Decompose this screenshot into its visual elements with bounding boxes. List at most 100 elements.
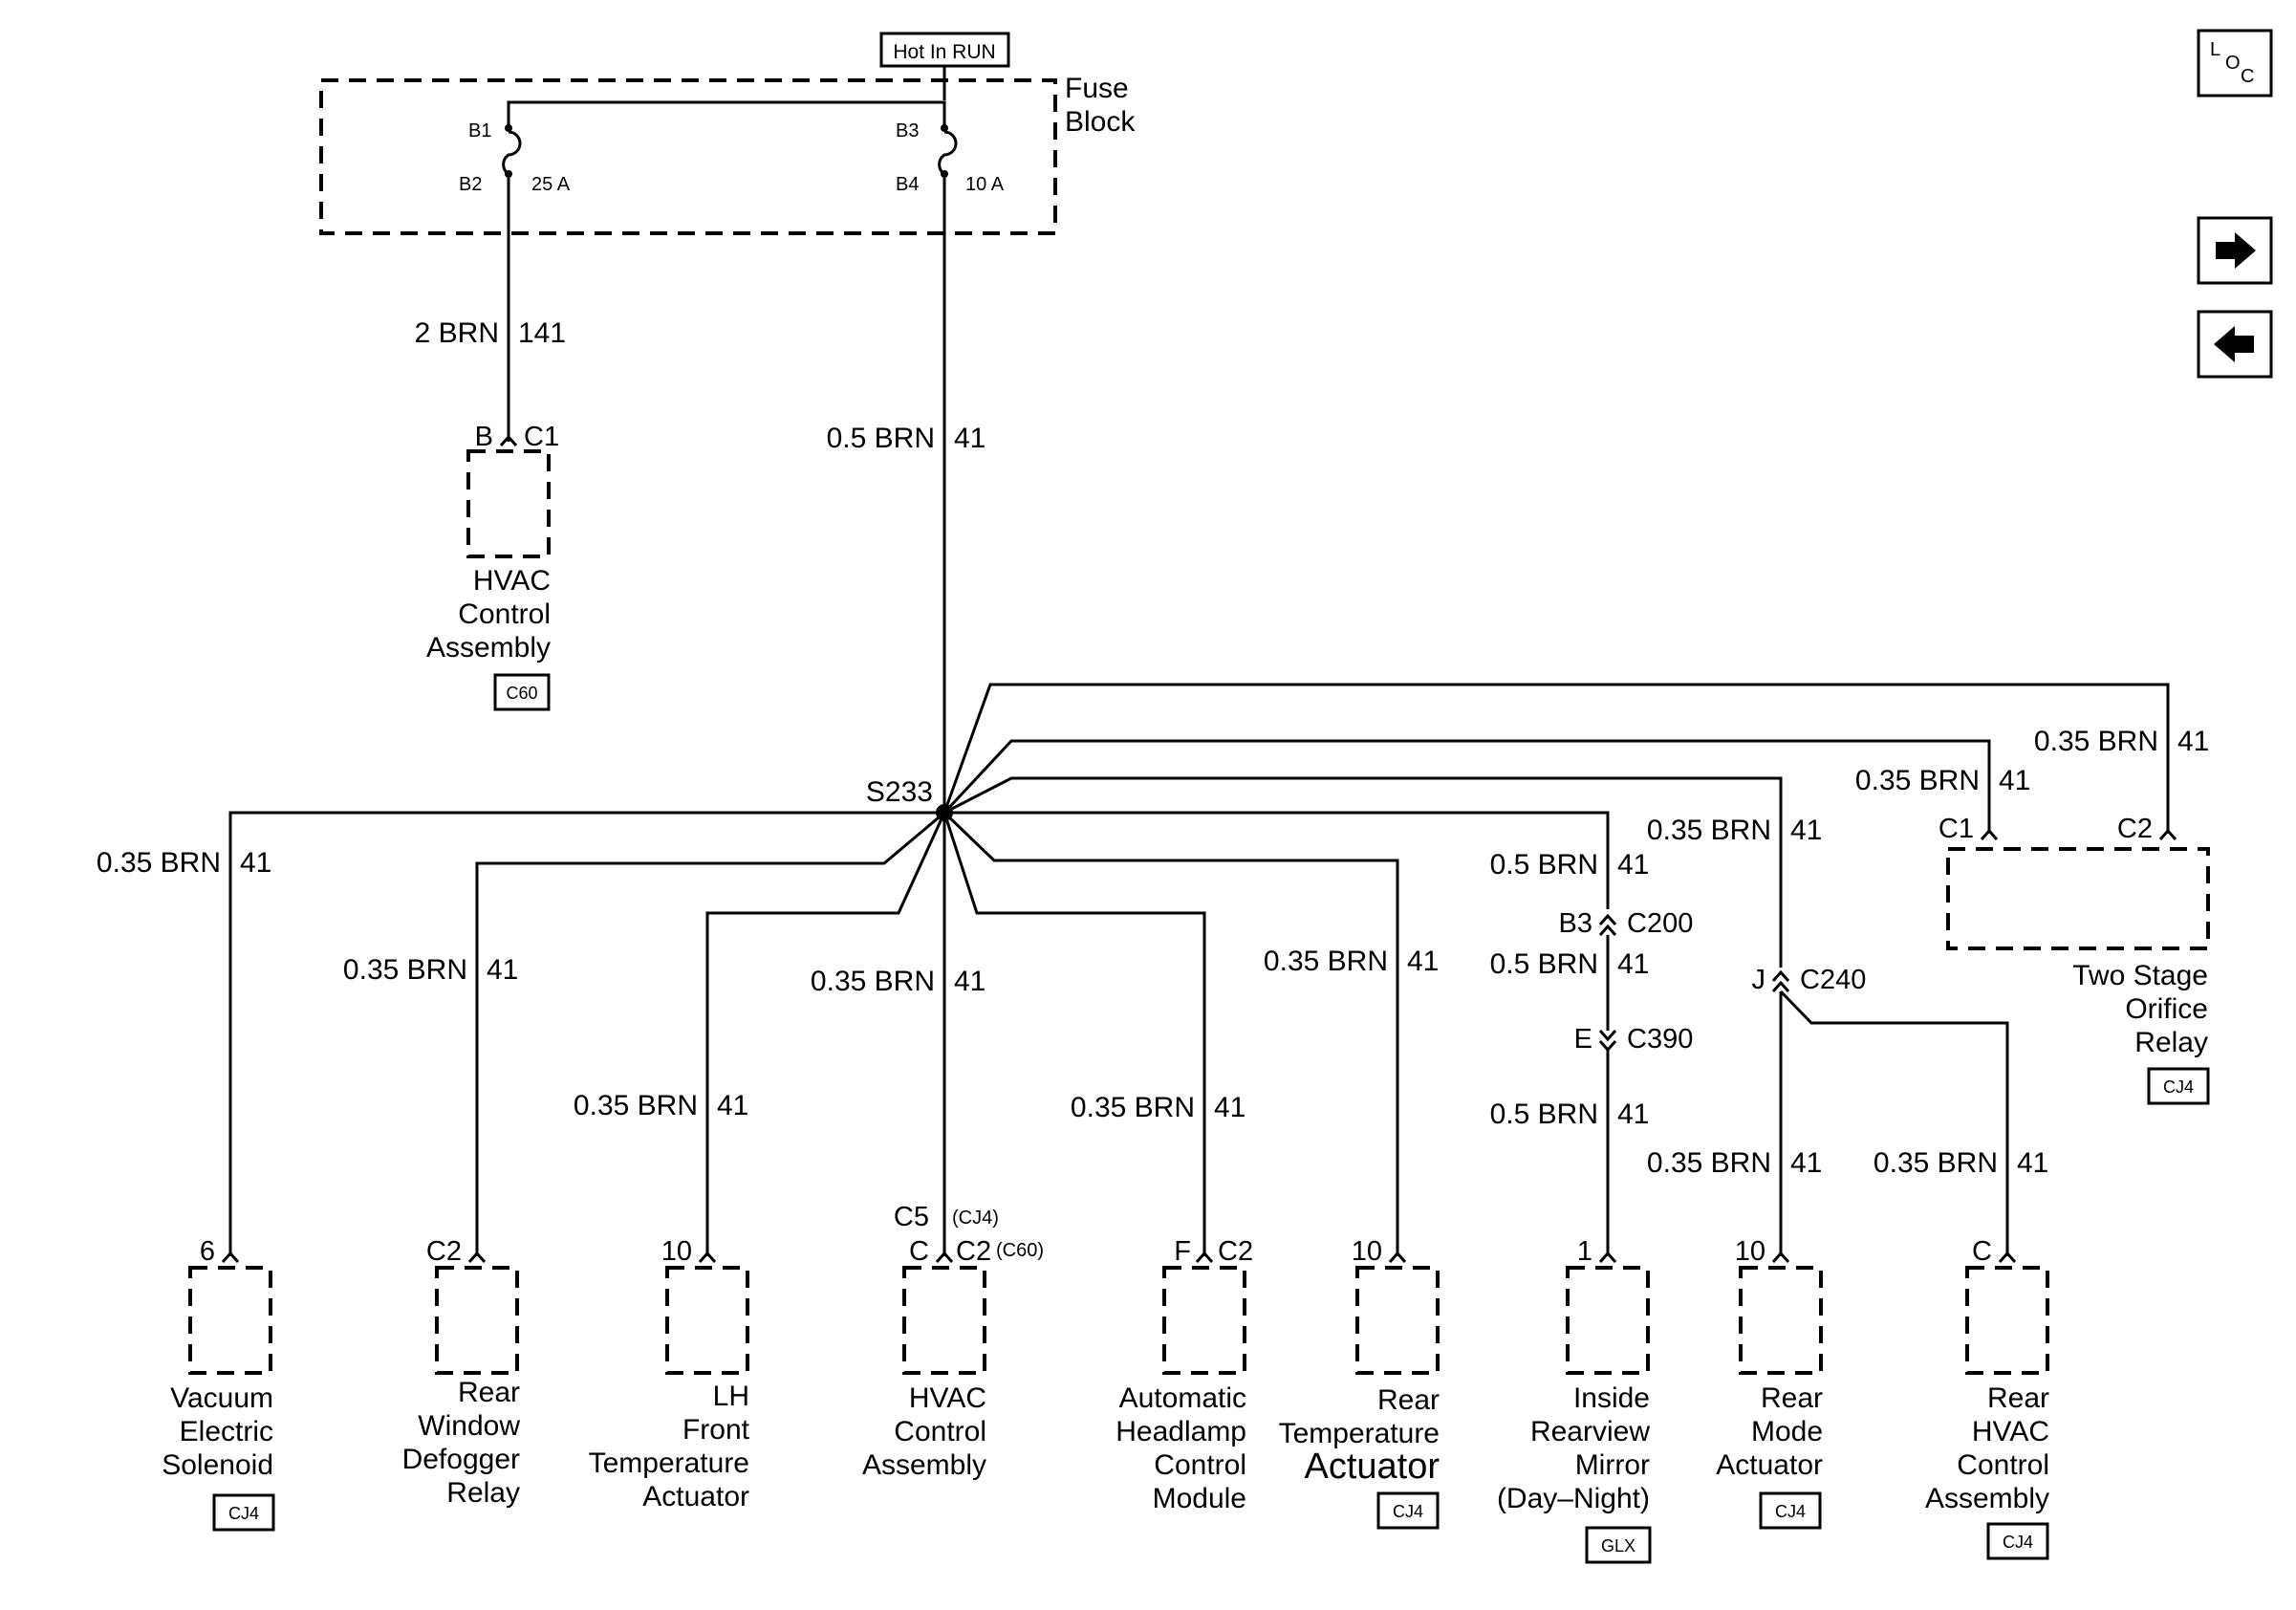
vacuum-pin: 6: [200, 1236, 215, 1267]
c200-pin: B3: [1559, 908, 1592, 939]
hvac-top-name-3: Assembly: [426, 632, 551, 664]
headlamp-box: [1162, 1266, 1246, 1375]
next-page-button[interactable]: [2197, 216, 2273, 285]
hvac-top-conn: C1: [524, 422, 559, 452]
fuse2-pin-in: B3: [896, 120, 919, 141]
c240-name: C240: [1800, 965, 1866, 995]
locator-button[interactable]: L O C: [2197, 29, 2273, 98]
headlamp-pin: F: [1174, 1236, 1191, 1267]
two-stage-name-3: Relay: [2134, 1027, 2208, 1058]
hvac-bottom-name-1: HVAC: [909, 1382, 986, 1414]
lh-name-3: Temperature: [589, 1447, 749, 1479]
rearmode-tag-box: [1759, 1491, 1822, 1530]
lh-wire-gauge: 0.35 BRN: [574, 1090, 698, 1121]
vacuum-box: [188, 1266, 272, 1375]
mirror-tag-box: [1585, 1526, 1652, 1564]
rearhvac-tag-box: [1986, 1522, 2049, 1560]
main-wire-circuit: 41: [954, 423, 986, 454]
lh-front-temp-actuator: 10 LH Front Temperature Actuator: [589, 1236, 750, 1512]
rearhvac-name-1: Rear: [1987, 1382, 2049, 1414]
two-stage-box: [1946, 847, 2210, 950]
c240-pin: J: [1752, 965, 1766, 995]
c240-connector-symbol: [1771, 969, 1790, 992]
headlamp-name-2: Headlamp: [1116, 1416, 1246, 1447]
fuse-block-outline: [319, 78, 1057, 235]
wire-headlamp: [942, 812, 1206, 1256]
fuse-block-label-2: Block: [1065, 106, 1136, 138]
mirror-name-3: Mirror: [1575, 1449, 1650, 1481]
reartemp-tag: CJ4: [1393, 1502, 1423, 1521]
defog-name-1: Rear: [458, 1377, 520, 1408]
mirror-wire3-circuit: 41: [1617, 1099, 1649, 1130]
lh-pin: 10: [661, 1236, 692, 1267]
reartemp-wire-circuit: 41: [1407, 946, 1439, 977]
hvac-top-tag-box: [493, 673, 551, 711]
fuse2-pin-out: B4: [896, 174, 919, 195]
fuse1-rating: 25 A: [531, 174, 571, 195]
wire-rear-hvac: [1779, 990, 2009, 1256]
mirror-pin: 1: [1577, 1236, 1592, 1267]
wire-2brn-gauge: 2 BRN: [415, 317, 499, 349]
c240-wire-gauge: 0.35 BRN: [1647, 815, 1771, 846]
rearhvac-name-3: Control: [1957, 1449, 2049, 1481]
vacuum-name-3: Solenoid: [162, 1449, 273, 1481]
reartemp-tag-box: [1376, 1491, 1440, 1530]
lh-name-4: Actuator: [642, 1481, 749, 1512]
wire-vacuum: [228, 811, 944, 1256]
hvac-bottom-name-3: Assembly: [862, 1449, 986, 1481]
headlamp-name-1: Automatic: [1119, 1382, 1246, 1414]
loc-c: C: [2241, 66, 2254, 87]
vacuum-solenoid: 6 Vacuum Electric Solenoid CJ4: [162, 1236, 275, 1532]
mirror-wire1-gauge: 0.5 BRN: [1490, 849, 1598, 881]
fuse1-pin-in: B1: [468, 120, 491, 141]
wire-tso-c1: [942, 739, 1991, 834]
rearmode-name-1: Rear: [1761, 1382, 1823, 1414]
rearmode-name-3: Actuator: [1716, 1449, 1823, 1481]
previous-page-button[interactable]: [2197, 310, 2273, 379]
vacuum-tag: CJ4: [228, 1504, 259, 1523]
rearhvac-name-2: HVAC: [1972, 1416, 2049, 1447]
hvac-bottom-pin-top-note: (CJ4): [952, 1208, 999, 1229]
main-wire-gauge: 0.5 BRN: [827, 423, 935, 454]
rearmode-name-2: Mode: [1751, 1416, 1823, 1447]
defog-box: [435, 1266, 519, 1375]
rearhvac-box: [1965, 1266, 2049, 1375]
arrow-right-icon: [2216, 232, 2256, 269]
hvac-top-name-2: Control: [458, 598, 551, 630]
rear-hvac-control-assembly: C Rear HVAC Control Assembly CJ4: [1925, 1236, 2049, 1560]
rearmode-tag: CJ4: [1775, 1502, 1806, 1521]
fuse-10a: B3 B4 10 A: [896, 120, 1005, 195]
reartemp-pin: 10: [1352, 1236, 1382, 1267]
hvac-top-box: [466, 449, 551, 558]
reartemp-name-3: Actuator: [1304, 1447, 1440, 1487]
vacuum-wire-gauge: 0.35 BRN: [97, 847, 221, 879]
splice-label: S233: [866, 776, 933, 808]
rearhvac-wire-circuit: 41: [2017, 1147, 2048, 1179]
mirror-wire1-circuit: 41: [1617, 849, 1649, 881]
vacuum-name-2: Electric: [180, 1416, 273, 1447]
fuse1-pin-out: B2: [459, 174, 482, 195]
reartemp-wire-gauge: 0.35 BRN: [1264, 946, 1388, 977]
lh-box: [665, 1266, 749, 1375]
wire-tso-c2: [942, 683, 2170, 834]
rearmode-pin: 10: [1735, 1236, 1765, 1267]
rear-window-defogger-relay: C2 Rear Window Defogger Relay: [402, 1236, 521, 1509]
rearmode-wire-gauge: 0.35 BRN: [1647, 1147, 1771, 1179]
mirror-wire2-gauge: 0.5 BRN: [1490, 948, 1598, 980]
c390-pin: E: [1574, 1024, 1592, 1055]
defog-wire-gauge: 0.35 BRN: [343, 954, 467, 986]
hvac-bottom-wire-circuit: 41: [954, 966, 986, 997]
arrow-left-icon: [2214, 326, 2254, 362]
wire-c240: [943, 776, 1783, 968]
hot-in-run-label: Hot In RUN: [879, 32, 1010, 68]
two-stage-name-1: Two Stage: [2072, 960, 2208, 991]
hot-in-run-text: Hot In RUN: [893, 41, 995, 63]
defog-name-2: Window: [418, 1410, 520, 1442]
defog-pin: C2: [426, 1236, 462, 1267]
tso-c1-wire-circuit: 41: [1999, 765, 2030, 796]
connector-c1-symbol: [499, 434, 518, 446]
fuse-bus: [507, 100, 946, 128]
c200-connector-symbol: [1598, 913, 1617, 936]
vacuum-name-1: Vacuum: [170, 1382, 273, 1414]
